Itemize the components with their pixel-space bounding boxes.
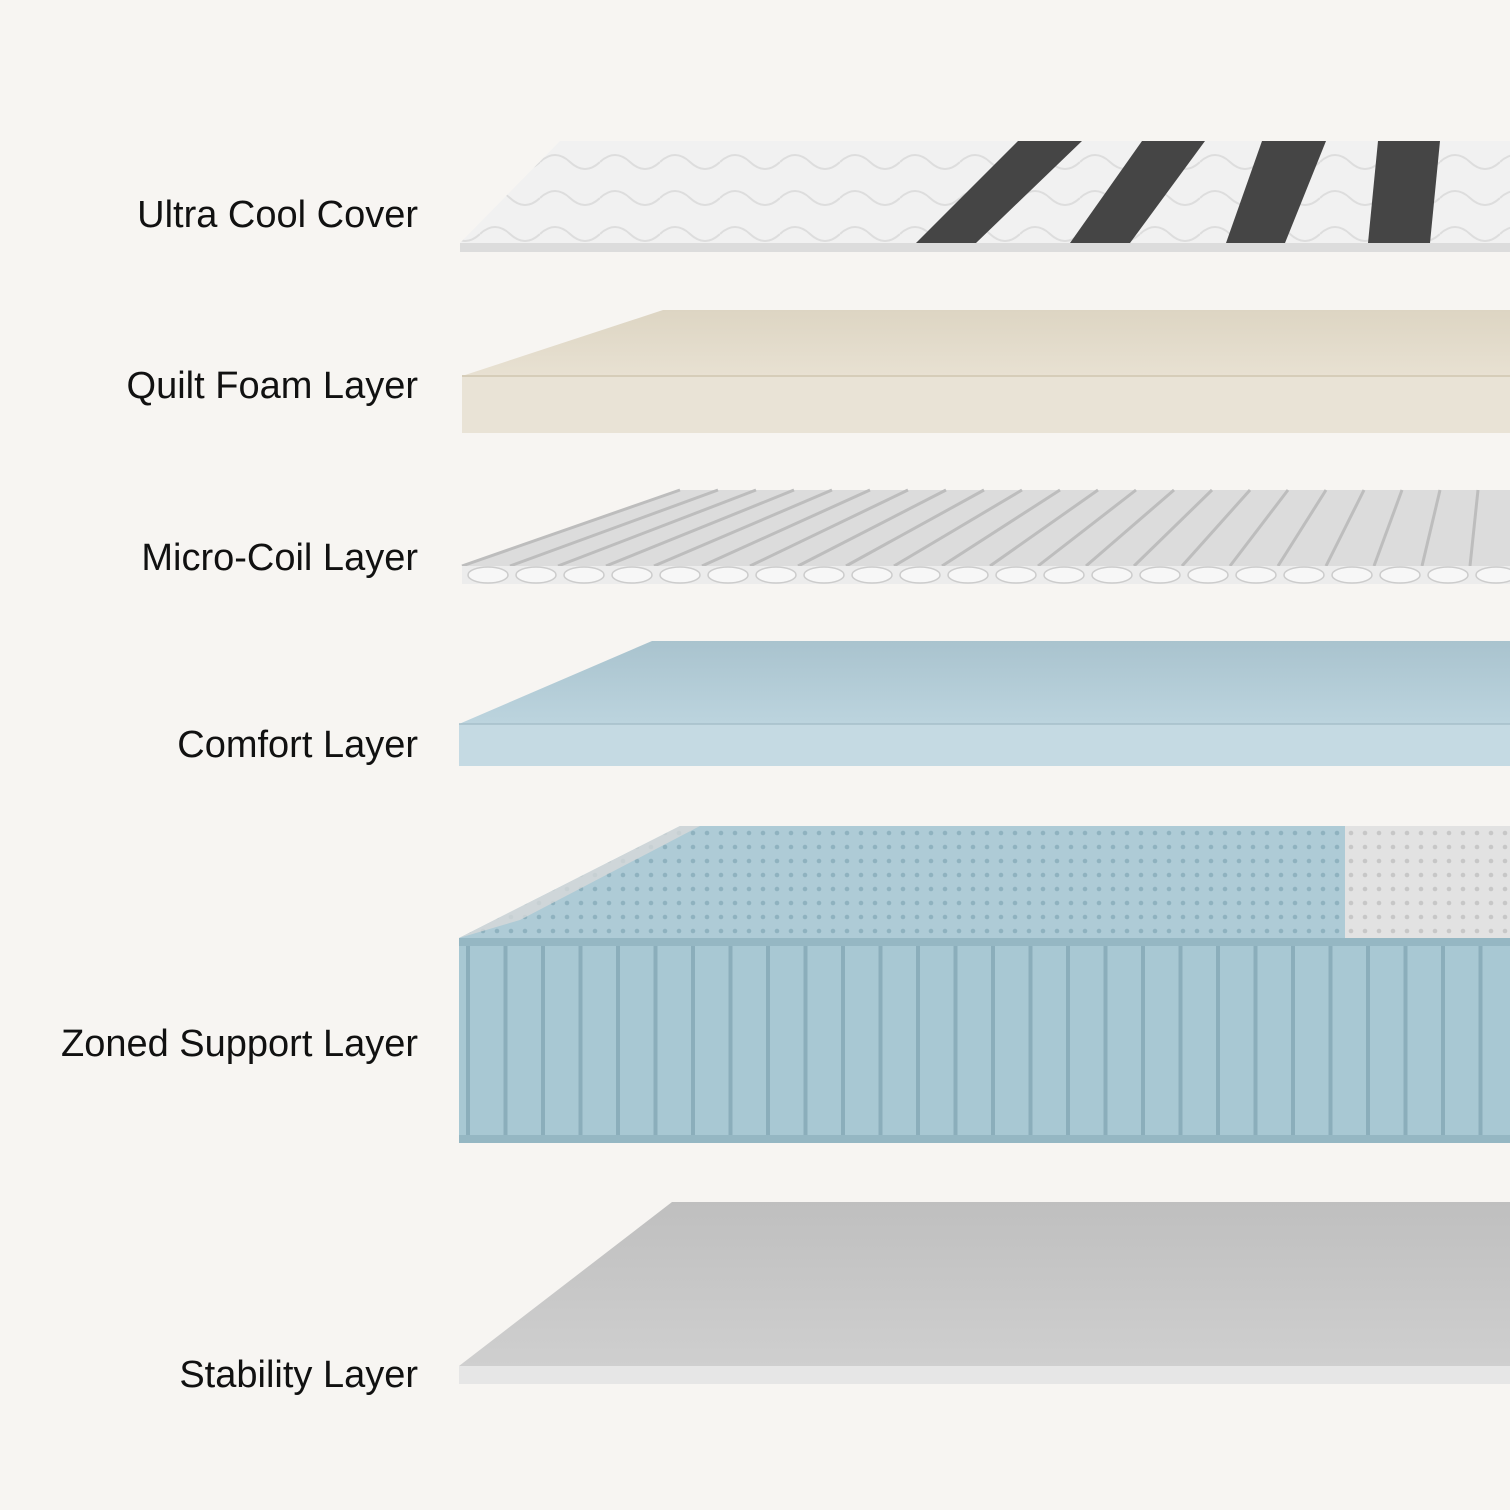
label-quilt-foam-layer: Quilt Foam Layer (126, 365, 418, 407)
layer-comfort (459, 641, 1510, 766)
layer-quilt-foam (462, 310, 1510, 433)
layer-zoned-support (459, 826, 1510, 1143)
layer-micro-coil (461, 488, 1510, 584)
label-ultra-cool-cover: Ultra Cool Cover (137, 194, 418, 236)
label-stability-layer: Stability Layer (179, 1354, 418, 1396)
label-zoned-support-layer: Zoned Support Layer (60, 1023, 418, 1065)
layer-ultra-cool-cover (460, 141, 1510, 252)
label-micro-coil-layer: Micro-Coil Layer (141, 537, 418, 579)
label-comfort-layer: Comfort Layer (177, 724, 418, 766)
layer-stability (459, 1202, 1510, 1384)
